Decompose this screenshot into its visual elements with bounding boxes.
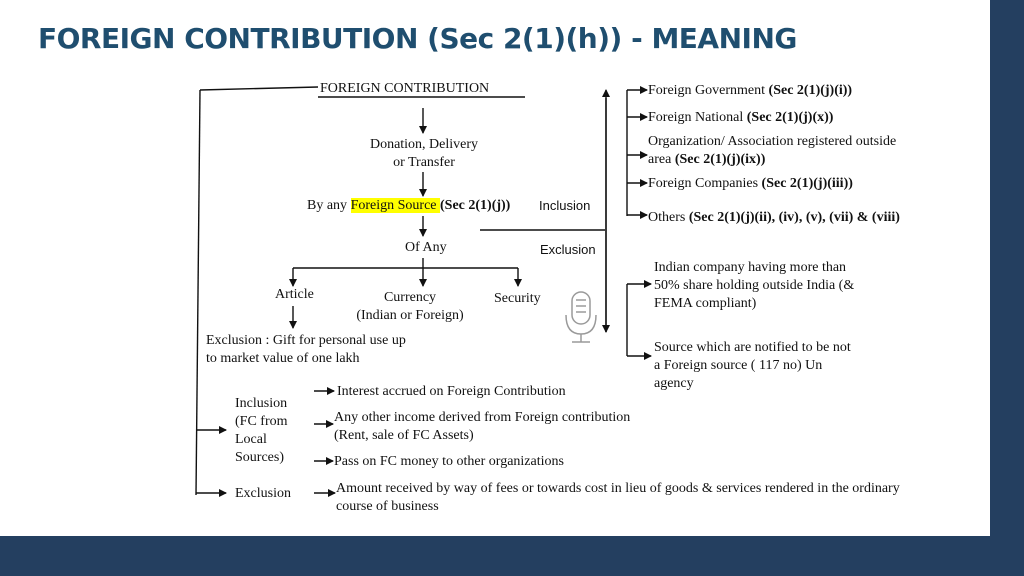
inclusion-item-others: Others (Sec 2(1)(j)(ii), (iv), (v), (vii… — [648, 209, 900, 227]
source-ref: (Sec 2(1)(j)) — [440, 198, 511, 213]
bottom-item-pass-on: Pass on FC money to other organizations — [334, 454, 564, 469]
inclusion-item-text: Foreign Government — [648, 83, 769, 98]
node-currency-line1: Currency — [383, 290, 437, 305]
exclusion-item2-line3: agency — [654, 376, 694, 391]
gift-exclusion-line2: to market value of one lakh — [206, 351, 360, 366]
inclusion-item-organization-line2: area (Sec 2(1)(j)(ix)) — [648, 151, 765, 169]
inclusion-item-ref: (Sec 2(1)(j)(ii), (iv), (v), (vii) & (vi… — [688, 210, 900, 225]
node-article: Article — [275, 287, 314, 302]
bottom-exclusion-item-line1: Amount received by way of fees or toward… — [336, 481, 900, 496]
right-decor-bar — [990, 0, 1024, 576]
exclusion-item1-line1: Indian company having more than — [654, 260, 847, 275]
inclusion-item-organization-line1: Organization/ Association registered out… — [648, 134, 897, 149]
exclusion-label: Exclusion — [540, 242, 596, 257]
bottom-item-other-income-line1: Any other income derived from Foreign co… — [334, 410, 631, 425]
inclusion-item-text: Foreign National — [648, 110, 747, 125]
bottom-inclusion-label-line3: Local — [235, 432, 267, 447]
node-foreign-contribution: FOREIGN CONTRIBUTION — [320, 81, 490, 96]
gift-exclusion-line1: Exclusion : Gift for personal use up — [206, 333, 406, 348]
inclusion-item-foreign-government: Foreign Government (Sec 2(1)(j)(i)) — [648, 82, 852, 100]
bottom-exclusion-label: Exclusion — [235, 486, 291, 501]
bottom-decor-bar — [0, 536, 1024, 576]
inclusion-item-ref: (Sec 2(1)(j)(ix)) — [674, 152, 766, 167]
node-security: Security — [494, 291, 541, 306]
inclusion-item-ref: (Sec 2(1)(j)(i)) — [768, 83, 853, 98]
node-donation-line1: Donation, Delivery — [369, 137, 479, 152]
bottom-item-other-income-line2: (Rent, sale of FC Assets) — [334, 428, 474, 443]
node-foreign-source: By any Foreign Source (Sec 2(1)(j)) — [307, 197, 510, 215]
exclusion-item1-line3: FEMA compliant) — [654, 296, 757, 311]
node-of-any: Of Any — [405, 240, 447, 255]
exclusion-item2-line1: Source which are notified to be not — [654, 340, 851, 355]
bottom-item-interest: Interest accrued on Foreign Contribution — [337, 384, 566, 399]
exclusion-item1-line2: 50% share holding outside India (& — [654, 278, 855, 293]
bottom-inclusion-label-line4: Sources) — [235, 450, 284, 465]
node-currency-line2: (Indian or Foreign) — [356, 308, 464, 323]
inclusion-item-text: Others — [648, 210, 689, 225]
source-prefix: By any — [307, 198, 351, 213]
inclusion-item-text: area — [648, 152, 675, 167]
bottom-inclusion-label-line1: Inclusion — [235, 396, 288, 411]
inclusion-item-foreign-national: Foreign National (Sec 2(1)(j)(x)) — [648, 109, 833, 127]
inclusion-item-text: Foreign Companies — [648, 176, 762, 191]
slide-title: FOREIGN CONTRIBUTION (Sec 2(1)(h)) - MEA… — [38, 22, 797, 55]
inclusion-item-foreign-companies: Foreign Companies (Sec 2(1)(j)(iii)) — [648, 175, 853, 193]
inclusion-item-ref: (Sec 2(1)(j)(iii)) — [761, 176, 853, 191]
exclusion-item2-line2: a Foreign source ( 117 no) Un — [654, 358, 823, 373]
source-highlight: Foreign Source — [350, 198, 440, 213]
node-donation-line2: or Transfer — [393, 155, 455, 170]
inclusion-label: Inclusion — [539, 198, 591, 213]
bottom-inclusion-label-line2: (FC from — [235, 414, 288, 429]
microphone-icon — [565, 291, 597, 343]
inclusion-item-ref: (Sec 2(1)(j)(x)) — [746, 110, 834, 125]
bottom-exclusion-item-line2: course of business — [336, 499, 439, 514]
